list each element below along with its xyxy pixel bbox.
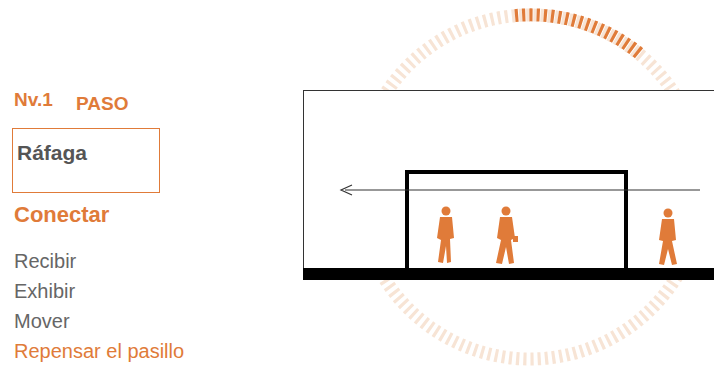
- action-item: Recibir: [14, 250, 76, 272]
- mode-name: Ráfaga: [17, 141, 159, 164]
- action-item: Mover: [14, 310, 70, 332]
- action-highlight: Repensar el pasillo: [14, 340, 184, 362]
- people: [437, 207, 677, 266]
- action-heading: Conectar: [14, 203, 109, 227]
- pavilion: [407, 172, 626, 268]
- corridor-frame: [304, 91, 714, 269]
- level-name: PASO: [76, 94, 128, 115]
- mode-box: Ráfaga: [12, 128, 160, 193]
- ground: [303, 268, 714, 280]
- flow-arrow: [345, 189, 700, 190]
- level-tag: Nv.1: [14, 90, 53, 111]
- action-item: Exhibir: [14, 280, 75, 302]
- progress-arc: [515, 15, 640, 54]
- arrow-head: [341, 185, 352, 195]
